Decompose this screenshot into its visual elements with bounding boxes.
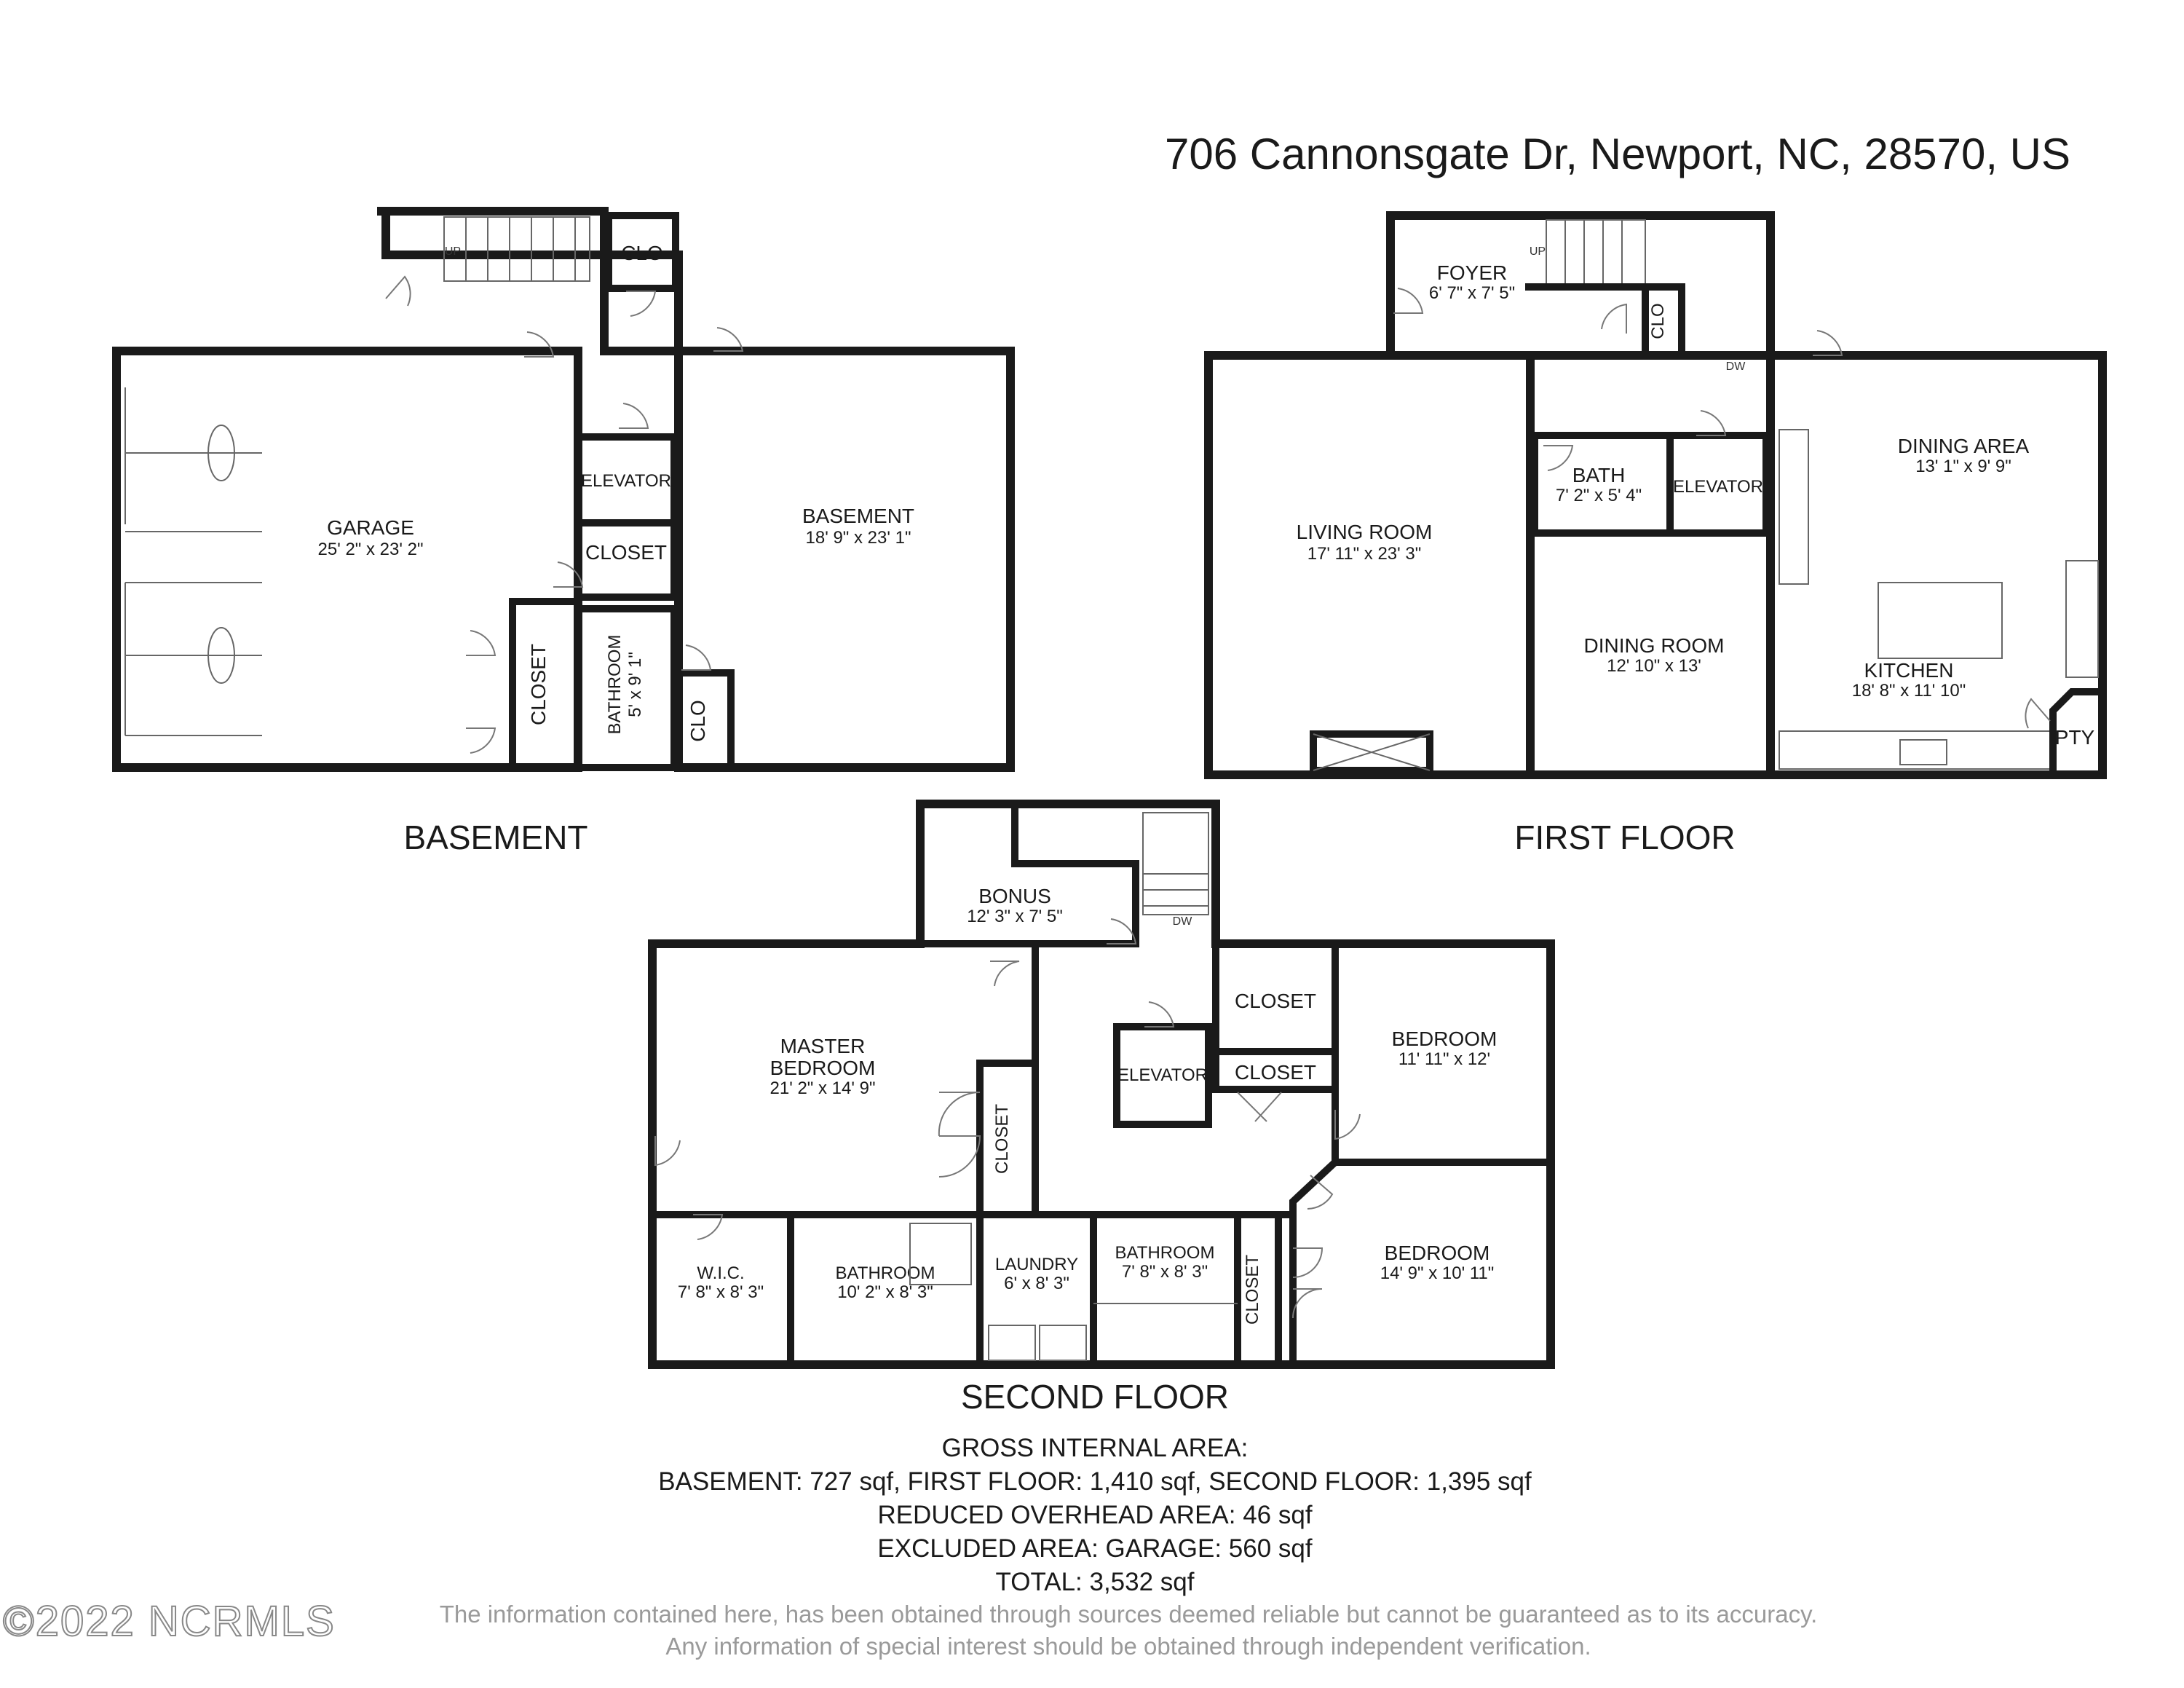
kitchen-dim: 18' 8" x 11' 10": [1852, 681, 1966, 701]
basement-closet-vertical-label: CLOSET: [527, 644, 550, 725]
second-floor-plan: DW BONUS 12' 3" x 7' 5" CLOSET MASTER BE…: [648, 800, 1555, 1416]
basement-room-dim: 18' 9" x 23' 1": [806, 528, 911, 548]
master-closet-label: CLOSET: [992, 1104, 1012, 1174]
basement-plan: UP CLO ELEVATOR CLOSET CLOSET BATHROOM 5…: [112, 207, 1015, 856]
pantry-label: PTY: [2055, 726, 2095, 749]
basement-clo-bottom-label: CLO: [687, 700, 709, 742]
area-heading: GROSS INTERNAL AREA:: [942, 1434, 1249, 1462]
basement-bathroom-label: BATHROOM: [605, 635, 625, 735]
basement-elevator-label: ELEVATOR: [581, 471, 671, 491]
area-line-floors: BASEMENT: 727 sqf, FIRST FLOOR: 1,410 sq…: [658, 1467, 1532, 1496]
basement-room-label: BASEMENT: [802, 505, 914, 527]
second-elevator-label: ELEVATOR: [1117, 1065, 1208, 1085]
bedroom1-label: BEDROOM: [1392, 1028, 1497, 1050]
bedroom2-dim: 14' 9" x 10' 11": [1380, 1263, 1495, 1283]
first-elevator-label: ELEVATOR: [1673, 477, 1763, 497]
closet-top-label: CLOSET: [1235, 990, 1316, 1012]
bathroom2-dim: 7' 8" x 8' 3": [1122, 1262, 1208, 1282]
closet-mid-label: CLOSET: [1235, 1061, 1316, 1084]
disclaimer-line-1: The information contained here, has been…: [440, 1601, 1818, 1628]
bedroom1-dim: 11' 11" x 12': [1398, 1049, 1490, 1069]
dining-area-dim: 13' 1" x 9' 9": [1915, 457, 2011, 476]
bathroom1-label: BATHROOM: [836, 1263, 935, 1283]
bathroom2-label: BATHROOM: [1115, 1243, 1215, 1263]
dining-room-dim: 12' 10" x 13': [1607, 656, 1701, 676]
area-line-excluded: EXCLUDED AREA: GARAGE: 560 sqf: [877, 1534, 1312, 1563]
area-line-reduced: REDUCED OVERHEAD AREA: 46 sqf: [877, 1501, 1312, 1529]
property-address: 706 Cannonsgate Dr, Newport, NC, 28570, …: [1165, 130, 2070, 178]
basement-up-label: UP: [445, 245, 461, 258]
bonus-dim: 12' 3" x 7' 5": [967, 907, 1063, 926]
bathroom1-dim: 10' 2" x 8' 3": [837, 1282, 933, 1302]
first-bath-label: BATH: [1572, 464, 1626, 486]
dining-room-label: DINING ROOM: [1584, 634, 1725, 657]
first-floor-title: FIRST FLOOR: [1514, 819, 1735, 856]
wic-dim: 7' 8" x 8' 3": [678, 1282, 764, 1302]
laundry-dim: 6' x 8' 3": [1004, 1274, 1069, 1293]
area-summary: GROSS INTERNAL AREA: BASEMENT: 727 sqf, …: [658, 1434, 1532, 1596]
garage-dim: 25' 2" x 23' 2": [318, 540, 424, 559]
disclaimer-line-2: Any information of special interest shou…: [665, 1633, 1591, 1660]
master-label-1: MASTER: [780, 1035, 866, 1057]
second-dw-label: DW: [1173, 915, 1193, 928]
laundry-label: LAUNDRY: [995, 1255, 1078, 1274]
foyer-label: FOYER: [1437, 261, 1507, 284]
first-up-label: UP: [1530, 245, 1546, 258]
second-floor-title: SECOND FLOOR: [961, 1378, 1229, 1416]
foyer-dim: 6' 7" x 7' 5": [1429, 283, 1515, 303]
first-clo-label: CLO: [1648, 303, 1668, 339]
dining-area-label: DINING AREA: [1898, 435, 2030, 457]
wic-label: W.I.C.: [697, 1263, 744, 1283]
first-floor-plan: CLO UP DW FOYER 6' 7" x 7' 5" BATH 7' 2"…: [1204, 211, 2107, 856]
area-line-total: TOTAL: 3,532 sqf: [995, 1568, 1194, 1596]
living-room-dim: 17' 11" x 23' 3": [1307, 544, 1422, 564]
basement-floor-title: BASEMENT: [403, 819, 587, 856]
first-bath-dim: 7' 2" x 5' 4": [1556, 486, 1642, 505]
garage-label: GARAGE: [327, 516, 414, 539]
bedroom2-closet-label: CLOSET: [1243, 1255, 1262, 1325]
copyright-watermark: ©2022 NCRMLS: [3, 1598, 336, 1645]
bedroom2-label: BEDROOM: [1385, 1242, 1490, 1264]
bonus-label: BONUS: [978, 885, 1051, 907]
basement-clo-top-label: CLO: [621, 242, 663, 264]
kitchen-label: KITCHEN: [1864, 659, 1954, 682]
first-dw-label: DW: [1726, 360, 1746, 373]
master-dim: 21' 2" x 14' 9": [770, 1078, 876, 1098]
master-label-2: BEDROOM: [770, 1057, 876, 1079]
basement-closet-label: CLOSET: [585, 541, 667, 564]
basement-bathroom-dim: 5' x 9' 1": [625, 652, 645, 717]
living-room-label: LIVING ROOM: [1297, 521, 1433, 543]
